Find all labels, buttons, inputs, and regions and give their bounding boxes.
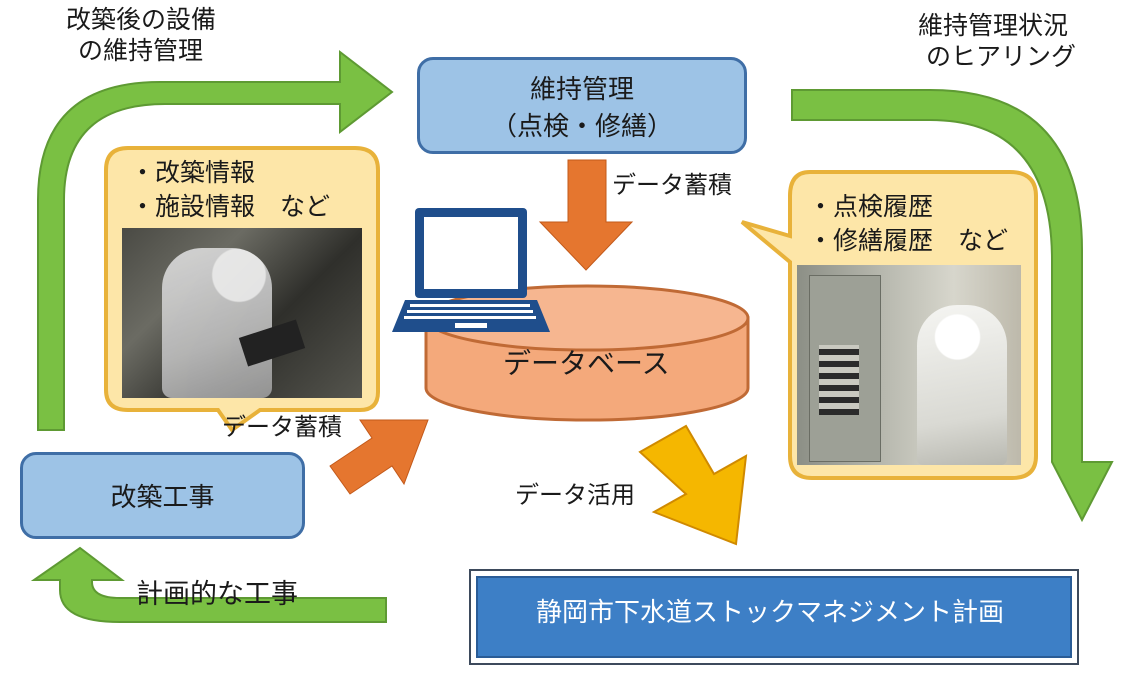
bubble-left-item: ・改築情報	[130, 158, 256, 187]
flow-label-top-right: 維持管理状況 のヒアリング	[918, 10, 1076, 73]
renovation-label: 改築工事	[110, 483, 215, 513]
flow-label-top-left-line1: 改築後の設備	[66, 5, 217, 34]
bubble-right-item: ・点検履歴	[808, 192, 934, 221]
bubble-right-list: ・点検履歴 ・修繕履歴 など	[808, 190, 1008, 258]
laptop-icon	[392, 208, 550, 332]
maintenance-subtitle: （点検・修繕）	[490, 111, 673, 142]
flow-label-accumulate-top: データ蓄積	[612, 171, 732, 199]
database-label: データベース	[503, 347, 670, 380]
orange-arrow-down	[538, 159, 634, 271]
flow-label-top-right-line2: のヒアリング	[926, 42, 1077, 72]
bubble-right-item: ・修繕履歴 など	[808, 225, 1009, 255]
orange-arrow-diagonal	[329, 419, 429, 495]
photo-panel-inspection	[797, 265, 1021, 465]
green-arrow-top-left	[37, 49, 394, 431]
yellow-arrow-diagonal	[638, 424, 748, 546]
flow-label-accumulate-left: データ蓄積	[222, 413, 342, 441]
maintenance-title: 維持管理	[529, 74, 634, 105]
maintenance-box: 維持管理 （点検・修繕）	[417, 57, 747, 154]
plan-box-inner	[476, 576, 1072, 658]
flow-label-top-right-line1: 維持管理状況	[918, 11, 1069, 40]
flow-label-top-left: 改築後の設備 の維持管理	[66, 4, 216, 67]
renovation-box: 改築工事	[20, 452, 305, 539]
plan-label: 静岡市下水道ストックマネジメント計画	[536, 598, 1005, 628]
worker-figure-left	[162, 248, 272, 398]
worker-figure-right	[917, 305, 1007, 465]
bubble-left-list: ・改築情報 ・施設情報 など	[130, 156, 330, 224]
green-arrow-bottom-left	[30, 546, 387, 623]
bubble-left-item: ・施設情報 など	[130, 191, 331, 221]
photo-worker-inspection	[122, 228, 362, 398]
green-arrow-top-right	[791, 89, 1114, 523]
flow-label-utilize: データ活用	[515, 481, 635, 509]
flow-label-bottom-left: 計画的な工事	[136, 579, 298, 610]
flow-label-top-left-line2: の維持管理	[78, 36, 204, 66]
panel-switches	[819, 345, 859, 415]
